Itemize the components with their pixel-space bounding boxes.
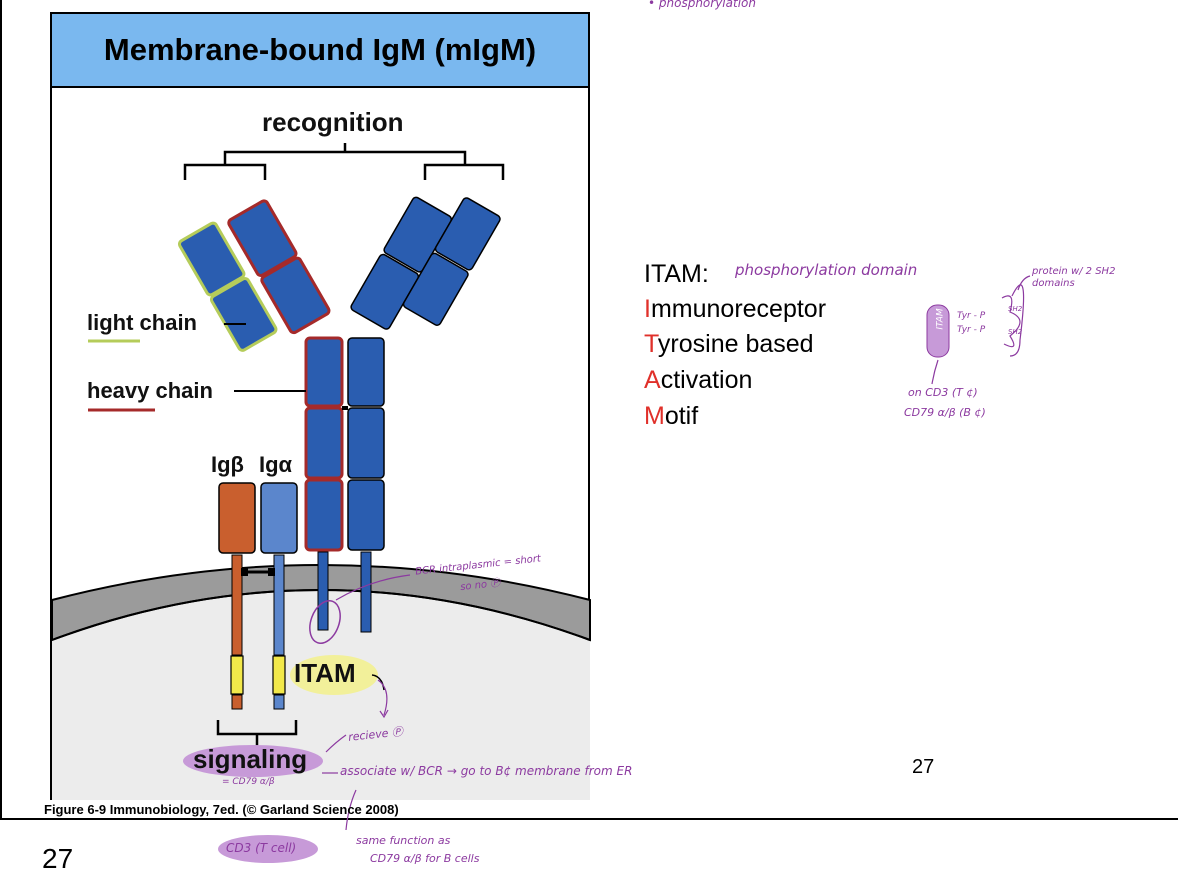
itam-heading: ITAM:	[644, 260, 709, 288]
note-phosphorylation-top: • phosphorylation	[648, 0, 756, 10]
heavy-chain-left	[304, 336, 344, 631]
note-same-function-1: same function as	[356, 834, 451, 847]
figure-caption: Figure 6-9 Immunobiology, 7ed. (© Garlan…	[44, 802, 399, 817]
light-chain-label: light chain	[87, 310, 197, 335]
ig-alpha-chain	[260, 482, 298, 710]
signaling-bracket	[216, 720, 298, 746]
note-sh2-a: SH2	[1008, 305, 1023, 313]
note-tyr-2: Tyr - P	[957, 325, 986, 335]
itam-line-tyrosine: Tyrosine based	[644, 330, 814, 358]
ig-beta-chain	[218, 482, 256, 710]
figure-title: Membrane-bound IgM (mIgM)	[50, 12, 590, 88]
recognition-label: recognition	[262, 107, 404, 137]
itam-line-motif: Motif	[644, 402, 699, 430]
label-leaders	[224, 323, 306, 392]
page-number: 27	[42, 843, 74, 874]
note-cd3-tcell: CD3 (T cell)	[226, 841, 297, 855]
note-on-cd3: on CD3 (T ¢)	[908, 386, 978, 399]
note-itam-box: ITAM	[935, 308, 946, 330]
right-fab-light	[402, 197, 501, 326]
left-fab-heavy	[227, 199, 331, 335]
itam-label: ITAM	[294, 658, 356, 688]
note-cd79: CD79 α/β (B ¢)	[904, 406, 986, 419]
heavy-chain-right	[347, 337, 385, 633]
signaling-label: signaling	[193, 744, 308, 774]
heavy-chain-label: heavy chain	[87, 378, 213, 403]
recognition-bracket	[183, 143, 505, 180]
slide-frame	[0, 0, 1178, 820]
note-cd79-under: = CD79 α/β	[222, 777, 275, 787]
ig-alpha-label: Igα	[259, 452, 293, 477]
ig-beta-label: Igβ	[211, 452, 244, 477]
note-itam-definition: phosphorylation domain	[735, 261, 918, 279]
note-same-function-2: CD79 α/β for B cells	[370, 852, 480, 865]
slide-number: 27	[912, 756, 935, 778]
itam-line-activation: Activation	[644, 366, 753, 394]
note-tyr-1: Tyr - P	[957, 311, 986, 321]
itam-line-immunoreceptor: Immunoreceptor	[644, 295, 827, 323]
note-sh2-b: SH2	[1008, 328, 1023, 336]
left-fab-light	[177, 221, 278, 352]
figure-panel: Membrane-bound IgM (mIgM)	[44, 0, 592, 825]
note-protein-sh2: protein w/ 2 SH2 domains	[1032, 266, 1116, 289]
note-associate: associate w/ BCR → go to B¢ membrane fro…	[340, 764, 633, 778]
